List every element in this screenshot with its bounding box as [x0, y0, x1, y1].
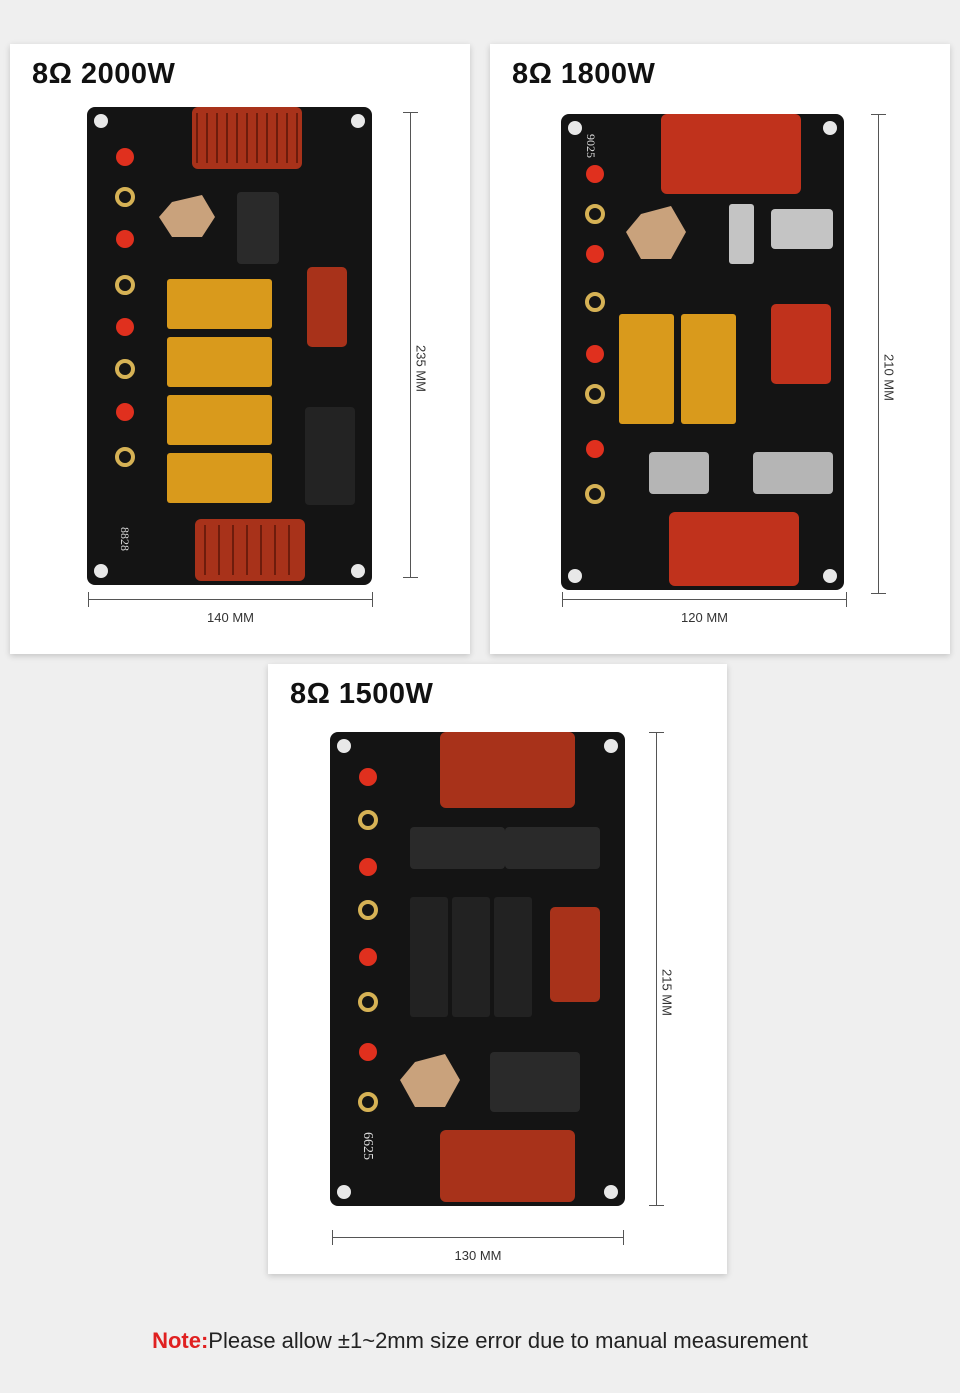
note-text: Please allow ±1~2mm size error due to ma… [208, 1328, 808, 1353]
note-prefix: Note: [152, 1328, 209, 1353]
height-label: 210 MM [881, 354, 897, 401]
board-model: 9025 [584, 134, 598, 158]
crossover-board-image: 8828 [87, 107, 372, 585]
width-label: 120 MM [681, 610, 728, 625]
width-dimension: 120 MM [562, 592, 847, 632]
product-card-1800w: 8Ω 1800W 9025 210 MM 120 MM [490, 44, 950, 654]
card-title: 8Ω 2000W [32, 58, 176, 90]
height-label: 235 MM [413, 345, 429, 392]
product-card-1500w: 8Ω 1500W 6625 215 MM 130 MM [268, 664, 727, 1274]
card-title: 8Ω 1500W [290, 678, 434, 710]
width-label: 140 MM [207, 610, 254, 625]
measurement-note: Note:Please allow ±1~2mm size error due … [0, 1328, 960, 1354]
board-model: 8828 [118, 527, 132, 551]
product-card-2000w: 8Ω 2000W 8828 235 MM 140 MM [10, 44, 470, 654]
width-label: 130 MM [454, 1248, 502, 1263]
crossover-board-image: 6625 [330, 732, 625, 1206]
height-dimension: 235 MM [403, 112, 463, 578]
board-model: 6625 [360, 1132, 375, 1160]
height-dimension: 210 MM [871, 114, 931, 594]
width-dimension: 140 MM [88, 592, 373, 632]
width-dimension: 130 MM [332, 1230, 624, 1270]
height-label: 215 MM [659, 969, 675, 1016]
height-dimension: 215 MM [649, 732, 709, 1206]
crossover-board-image: 9025 [561, 114, 844, 590]
card-title: 8Ω 1800W [512, 58, 656, 90]
